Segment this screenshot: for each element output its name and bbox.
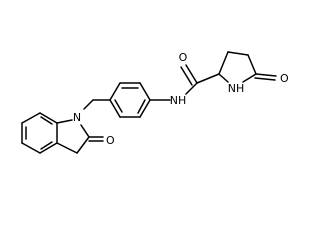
bond bbox=[227, 51, 249, 56]
bond bbox=[39, 112, 58, 124]
bond bbox=[185, 64, 198, 84]
atom-label-oxo-o: O bbox=[106, 134, 115, 147]
atom-label-indoline-n: N bbox=[73, 111, 81, 124]
bond bbox=[137, 99, 146, 114]
bond bbox=[254, 77, 276, 81]
bond bbox=[39, 142, 58, 154]
bond bbox=[180, 66, 193, 86]
bond bbox=[21, 142, 41, 154]
bond bbox=[80, 124, 90, 138]
bond bbox=[21, 112, 41, 124]
bond bbox=[218, 73, 229, 83]
atom-label-amide-o: O bbox=[179, 51, 188, 64]
bond bbox=[56, 142, 78, 154]
bond-layer bbox=[21, 51, 277, 154]
bond bbox=[242, 73, 257, 83]
bond bbox=[114, 99, 123, 113]
bond bbox=[76, 136, 90, 154]
bond bbox=[139, 99, 151, 118]
bond bbox=[185, 82, 198, 95]
bond bbox=[40, 141, 53, 150]
atom-label-pyrrolidinone-nh: NH bbox=[228, 82, 245, 95]
bond bbox=[109, 82, 121, 101]
bond bbox=[247, 54, 257, 75]
bond bbox=[218, 51, 229, 75]
molecule-canvas: O O NH N NH O bbox=[21, 51, 289, 154]
molecule-structure: O O NH N NH O bbox=[21, 51, 289, 154]
atom-label-amide-nh: NH bbox=[170, 94, 187, 107]
bond bbox=[40, 116, 53, 125]
bond bbox=[83, 99, 94, 110]
bond bbox=[56, 119, 73, 124]
bond bbox=[109, 99, 121, 118]
bond bbox=[139, 82, 151, 101]
atom-label-lactam-o: O bbox=[280, 72, 289, 85]
bond bbox=[255, 73, 277, 77]
atom-label-layer: O O NH N NH O bbox=[73, 51, 289, 147]
bond bbox=[196, 73, 220, 84]
